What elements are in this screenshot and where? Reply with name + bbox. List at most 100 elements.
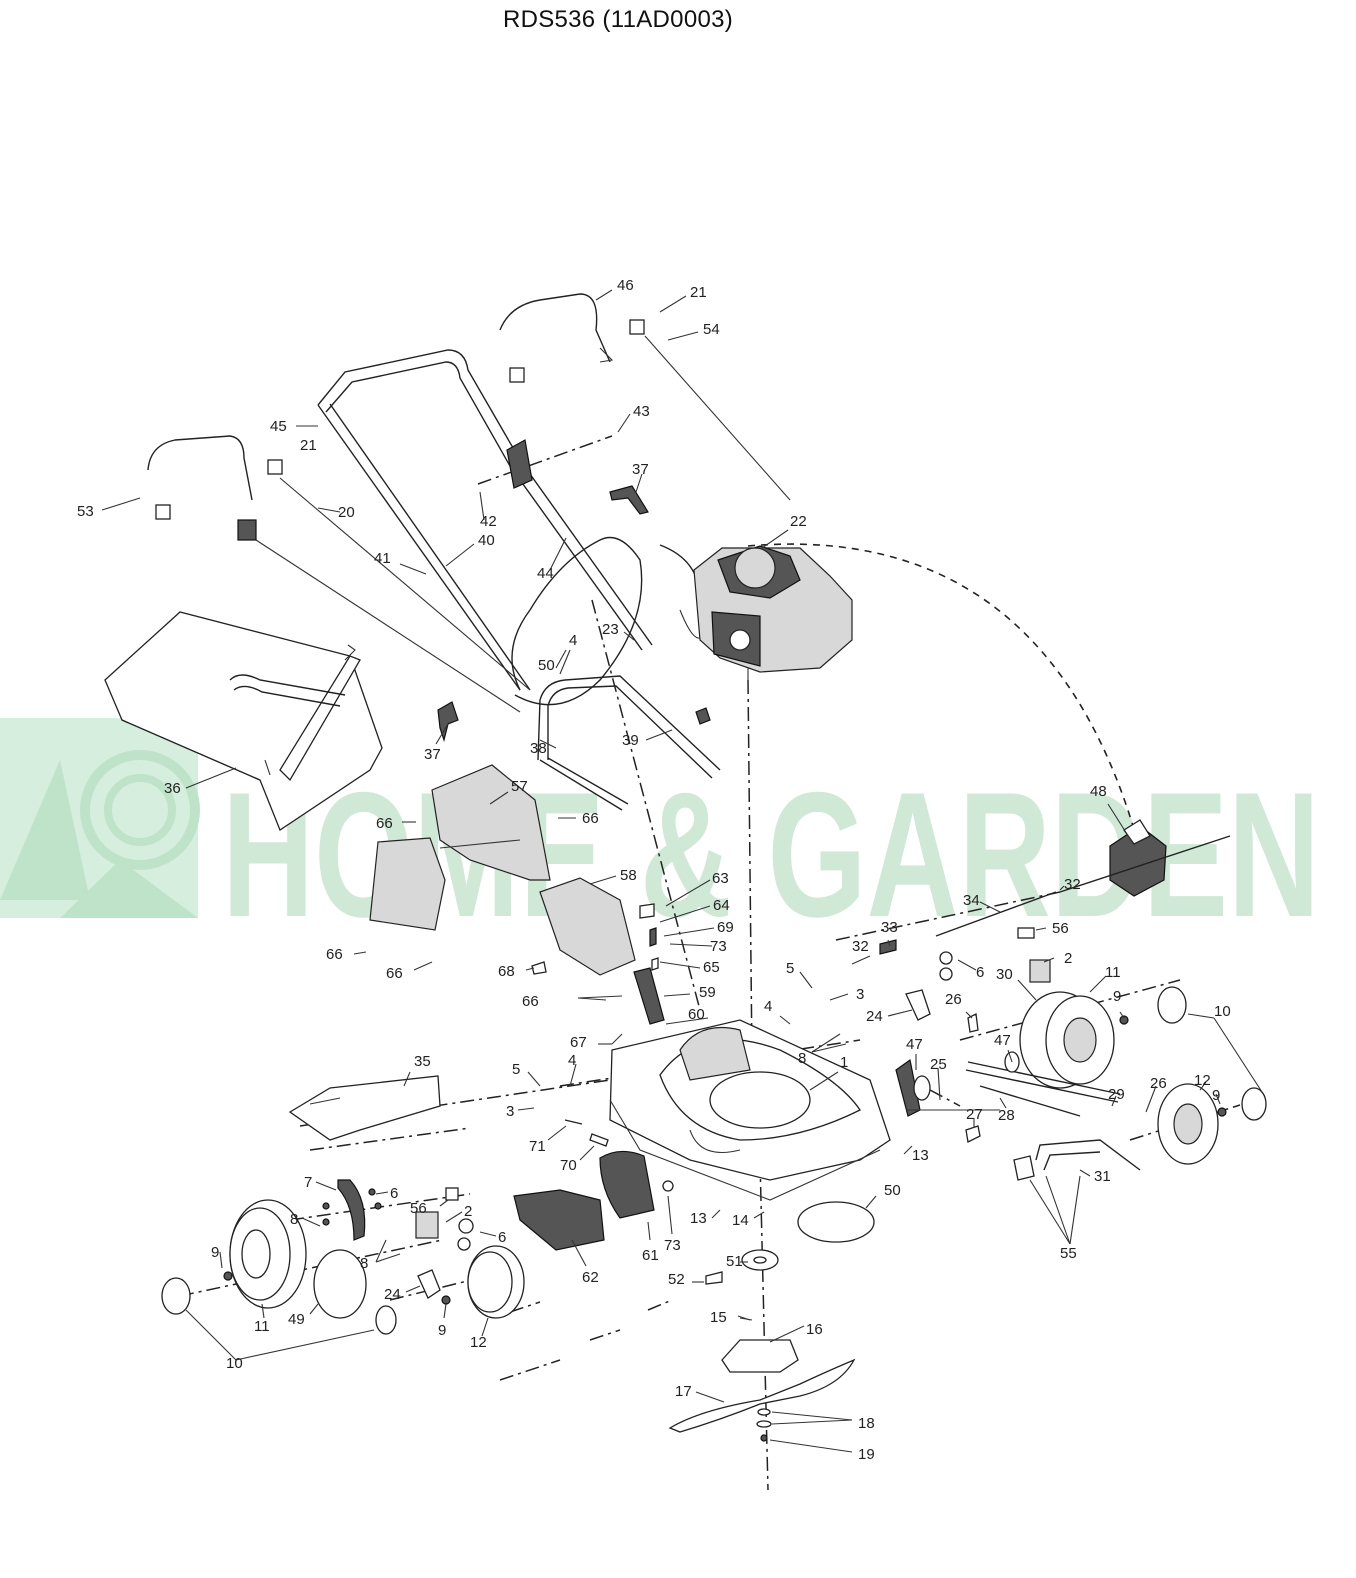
callout-label: 10 xyxy=(226,1355,243,1372)
callout-label: 4 xyxy=(568,1052,576,1069)
callout-label: 46 xyxy=(617,277,634,294)
callout-label: 8 xyxy=(290,1211,298,1228)
callout-label: 71 xyxy=(529,1138,546,1155)
rear-flap xyxy=(288,1075,441,1141)
callout-label: 66 xyxy=(326,946,343,963)
callout-label: 22 xyxy=(790,513,807,530)
callout-label: 13 xyxy=(690,1210,707,1227)
callout-label: 57 xyxy=(511,778,528,795)
callout-label: 9 xyxy=(211,1244,219,1261)
rear-wheels-left xyxy=(161,1199,525,1335)
callout-label: 11 xyxy=(1105,964,1121,981)
callout-label: 31 xyxy=(1094,1168,1111,1185)
callout-label: 44 xyxy=(537,565,554,582)
callout-label: 62 xyxy=(582,1269,599,1286)
callout-label: 59 xyxy=(699,984,716,1001)
callout-label: 64 xyxy=(713,897,730,914)
callout-label: 43 xyxy=(633,403,650,420)
callout-label: 9 xyxy=(1113,988,1121,1005)
callout-label: 33 xyxy=(881,919,898,936)
callout-label: 67 xyxy=(570,1034,587,1051)
callout-label: 60 xyxy=(688,1006,705,1023)
callout-label: 73 xyxy=(710,938,727,955)
callout-label: 10 xyxy=(1214,1003,1231,1020)
callout-label: 17 xyxy=(675,1383,692,1400)
callout-label: 66 xyxy=(386,965,403,982)
callout-label: 54 xyxy=(703,321,720,338)
small-hardware xyxy=(531,903,665,1147)
callout-label: 70 xyxy=(560,1157,577,1174)
callout-label: 68 xyxy=(498,963,515,980)
callout-label: 2 xyxy=(464,1203,472,1220)
callout-label: 23 xyxy=(602,621,619,638)
callout-label: 32 xyxy=(1064,876,1081,893)
callout-label: 56 xyxy=(410,1200,427,1217)
callout-label: 34 xyxy=(963,892,980,909)
watermark-logo-icon xyxy=(0,718,200,918)
callout-label: 32 xyxy=(852,938,869,955)
callout-label: 4 xyxy=(764,998,772,1015)
leader-lines xyxy=(101,289,1263,1453)
callout-label: 66 xyxy=(376,815,393,832)
callout-label: 61 xyxy=(642,1247,659,1264)
callout-label: 41 xyxy=(374,550,391,567)
callout-label: 29 xyxy=(1108,1086,1125,1103)
callout-label: 6 xyxy=(498,1229,506,1246)
callout-label: 38 xyxy=(530,740,547,757)
mower-deck xyxy=(609,1019,891,1201)
callout-label: 65 xyxy=(703,959,720,976)
engine xyxy=(679,545,853,690)
callout-label: 5 xyxy=(786,960,794,977)
callout-label: 58 xyxy=(620,867,637,884)
callout-label: 8 xyxy=(798,1050,806,1067)
callout-label: 9 xyxy=(1212,1087,1220,1104)
callout-label: 3 xyxy=(506,1103,514,1120)
callout-labels: 46 21 54 45 21 43 53 20 37 42 40 22 41 4… xyxy=(77,277,1231,1463)
callout-label: 66 xyxy=(582,810,599,827)
callout-label: 2 xyxy=(1064,950,1072,967)
callout-label: 26 xyxy=(945,991,962,1008)
callout-label: 12 xyxy=(1194,1072,1211,1089)
grass-bag xyxy=(104,611,383,831)
mulch-plugs xyxy=(513,1150,674,1251)
front-wheels-right xyxy=(939,951,1267,1165)
callout-label: 39 xyxy=(622,732,639,749)
callout-label: 36 xyxy=(164,780,181,797)
callout-label: 20 xyxy=(338,504,355,521)
upper-handle xyxy=(317,349,653,691)
callout-label: 6 xyxy=(390,1185,398,1202)
callout-label: 16 xyxy=(806,1321,823,1338)
callout-label: 69 xyxy=(717,919,734,936)
callout-label: 49 xyxy=(288,1311,305,1328)
callout-label: 26 xyxy=(1150,1075,1167,1092)
callout-label: 63 xyxy=(712,870,729,887)
blade-assembly xyxy=(668,1201,875,1442)
callout-label: 21 xyxy=(300,437,317,454)
callout-label: 25 xyxy=(930,1056,947,1073)
callout-label: 37 xyxy=(424,746,441,763)
callout-label: 4 xyxy=(569,632,577,649)
callout-label: 73 xyxy=(664,1237,681,1254)
callout-label: 11 xyxy=(254,1318,270,1335)
discharge-chute xyxy=(369,764,636,976)
callout-label: 7 xyxy=(304,1174,312,1191)
callout-label: 42 xyxy=(480,513,497,530)
callout-label: 15 xyxy=(710,1309,727,1326)
callout-label: 47 xyxy=(906,1036,923,1053)
callout-label: 18 xyxy=(858,1415,875,1432)
callout-label: 13 xyxy=(912,1147,929,1164)
callout-label: 24 xyxy=(384,1286,401,1303)
callout-label: 14 xyxy=(732,1212,749,1229)
callout-label: 51 xyxy=(726,1253,743,1270)
callout-label: 27 xyxy=(966,1106,983,1123)
callout-label: 30 xyxy=(996,966,1013,983)
gearbox xyxy=(1059,819,1231,897)
callout-label: 35 xyxy=(414,1053,431,1070)
callout-label: 47 xyxy=(994,1032,1011,1049)
callout-label: 53 xyxy=(77,503,94,520)
callout-label: 1 xyxy=(840,1054,848,1071)
callout-label: 9 xyxy=(438,1322,446,1339)
callout-label: 12 xyxy=(470,1334,487,1351)
callout-label: 45 xyxy=(270,418,287,435)
